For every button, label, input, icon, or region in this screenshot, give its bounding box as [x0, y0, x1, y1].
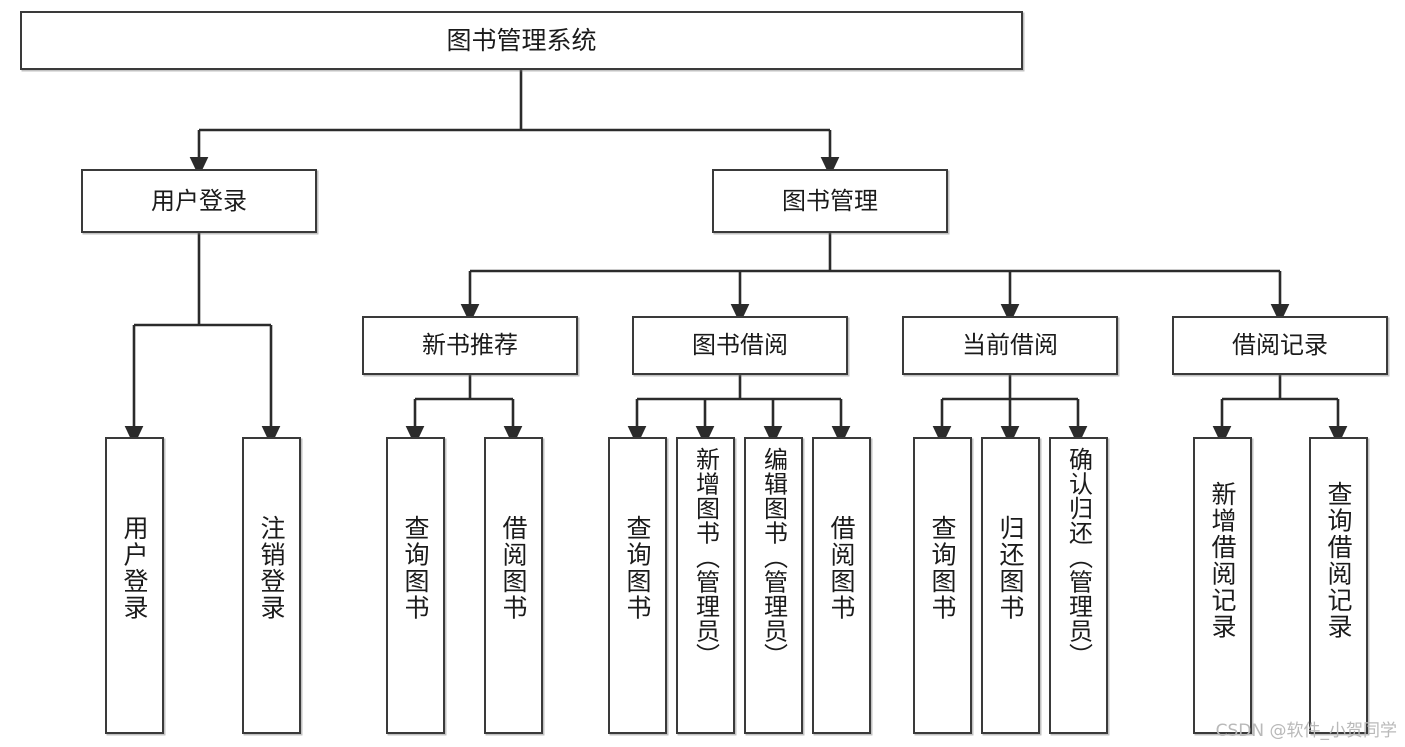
node-leaf-return-book[interactable]: 归还图书 [981, 437, 1040, 734]
node-leaf-confirm-return-label: 确认归还（管理员） [1064, 447, 1093, 668]
node-leaf-add-record-label: 新增借阅记录 [1208, 481, 1237, 640]
node-leaf-query-book-3-label: 查询图书 [928, 515, 957, 621]
node-leaf-edit-book[interactable]: 编辑图书（管理员） [744, 437, 803, 734]
node-leaf-user-login[interactable]: 用户登录 [105, 437, 164, 734]
node-book-manage[interactable]: 图书管理 [712, 169, 948, 233]
node-book-manage-label: 图书管理 [782, 186, 878, 215]
node-book-borrow-label: 图书借阅 [692, 331, 788, 360]
node-user-login-label: 用户登录 [151, 186, 247, 215]
node-current-borrow[interactable]: 当前借阅 [902, 316, 1118, 375]
node-leaf-query-book-1[interactable]: 查询图书 [386, 437, 445, 734]
node-leaf-borrow-book-1-label: 借阅图书 [499, 515, 528, 621]
node-current-borrow-label: 当前借阅 [962, 331, 1058, 360]
node-new-book-recommend[interactable]: 新书推荐 [362, 316, 578, 375]
node-leaf-query-record-label: 查询借阅记录 [1324, 481, 1353, 640]
node-leaf-borrow-book-2[interactable]: 借阅图书 [812, 437, 871, 734]
node-leaf-logout-login[interactable]: 注销登录 [242, 437, 301, 734]
node-root-label: 图书管理系统 [446, 25, 597, 55]
node-book-borrow[interactable]: 图书借阅 [632, 316, 848, 375]
node-leaf-borrow-book-1[interactable]: 借阅图书 [484, 437, 543, 734]
node-leaf-borrow-book-2-label: 借阅图书 [827, 515, 856, 621]
node-leaf-return-book-label: 归还图书 [996, 515, 1025, 621]
node-borrow-record[interactable]: 借阅记录 [1172, 316, 1388, 375]
node-leaf-add-book-label: 新增图书（管理员） [691, 447, 720, 668]
node-leaf-user-login-label: 用户登录 [120, 515, 149, 621]
node-leaf-edit-book-label: 编辑图书（管理员） [759, 447, 788, 668]
node-leaf-query-book-3[interactable]: 查询图书 [913, 437, 972, 734]
node-leaf-query-book-1-label: 查询图书 [401, 515, 430, 621]
node-user-login[interactable]: 用户登录 [81, 169, 317, 233]
node-root[interactable]: 图书管理系统 [20, 11, 1023, 70]
node-borrow-record-label: 借阅记录 [1232, 331, 1328, 360]
node-leaf-query-book-2[interactable]: 查询图书 [608, 437, 667, 734]
node-leaf-logout-login-label: 注销登录 [257, 515, 286, 621]
node-leaf-query-book-2-label: 查询图书 [623, 515, 652, 621]
node-leaf-query-record[interactable]: 查询借阅记录 [1309, 437, 1368, 734]
node-new-book-recommend-label: 新书推荐 [422, 331, 518, 360]
node-leaf-confirm-return[interactable]: 确认归还（管理员） [1049, 437, 1108, 734]
node-leaf-add-book[interactable]: 新增图书（管理员） [676, 437, 735, 734]
node-leaf-add-record[interactable]: 新增借阅记录 [1193, 437, 1252, 734]
